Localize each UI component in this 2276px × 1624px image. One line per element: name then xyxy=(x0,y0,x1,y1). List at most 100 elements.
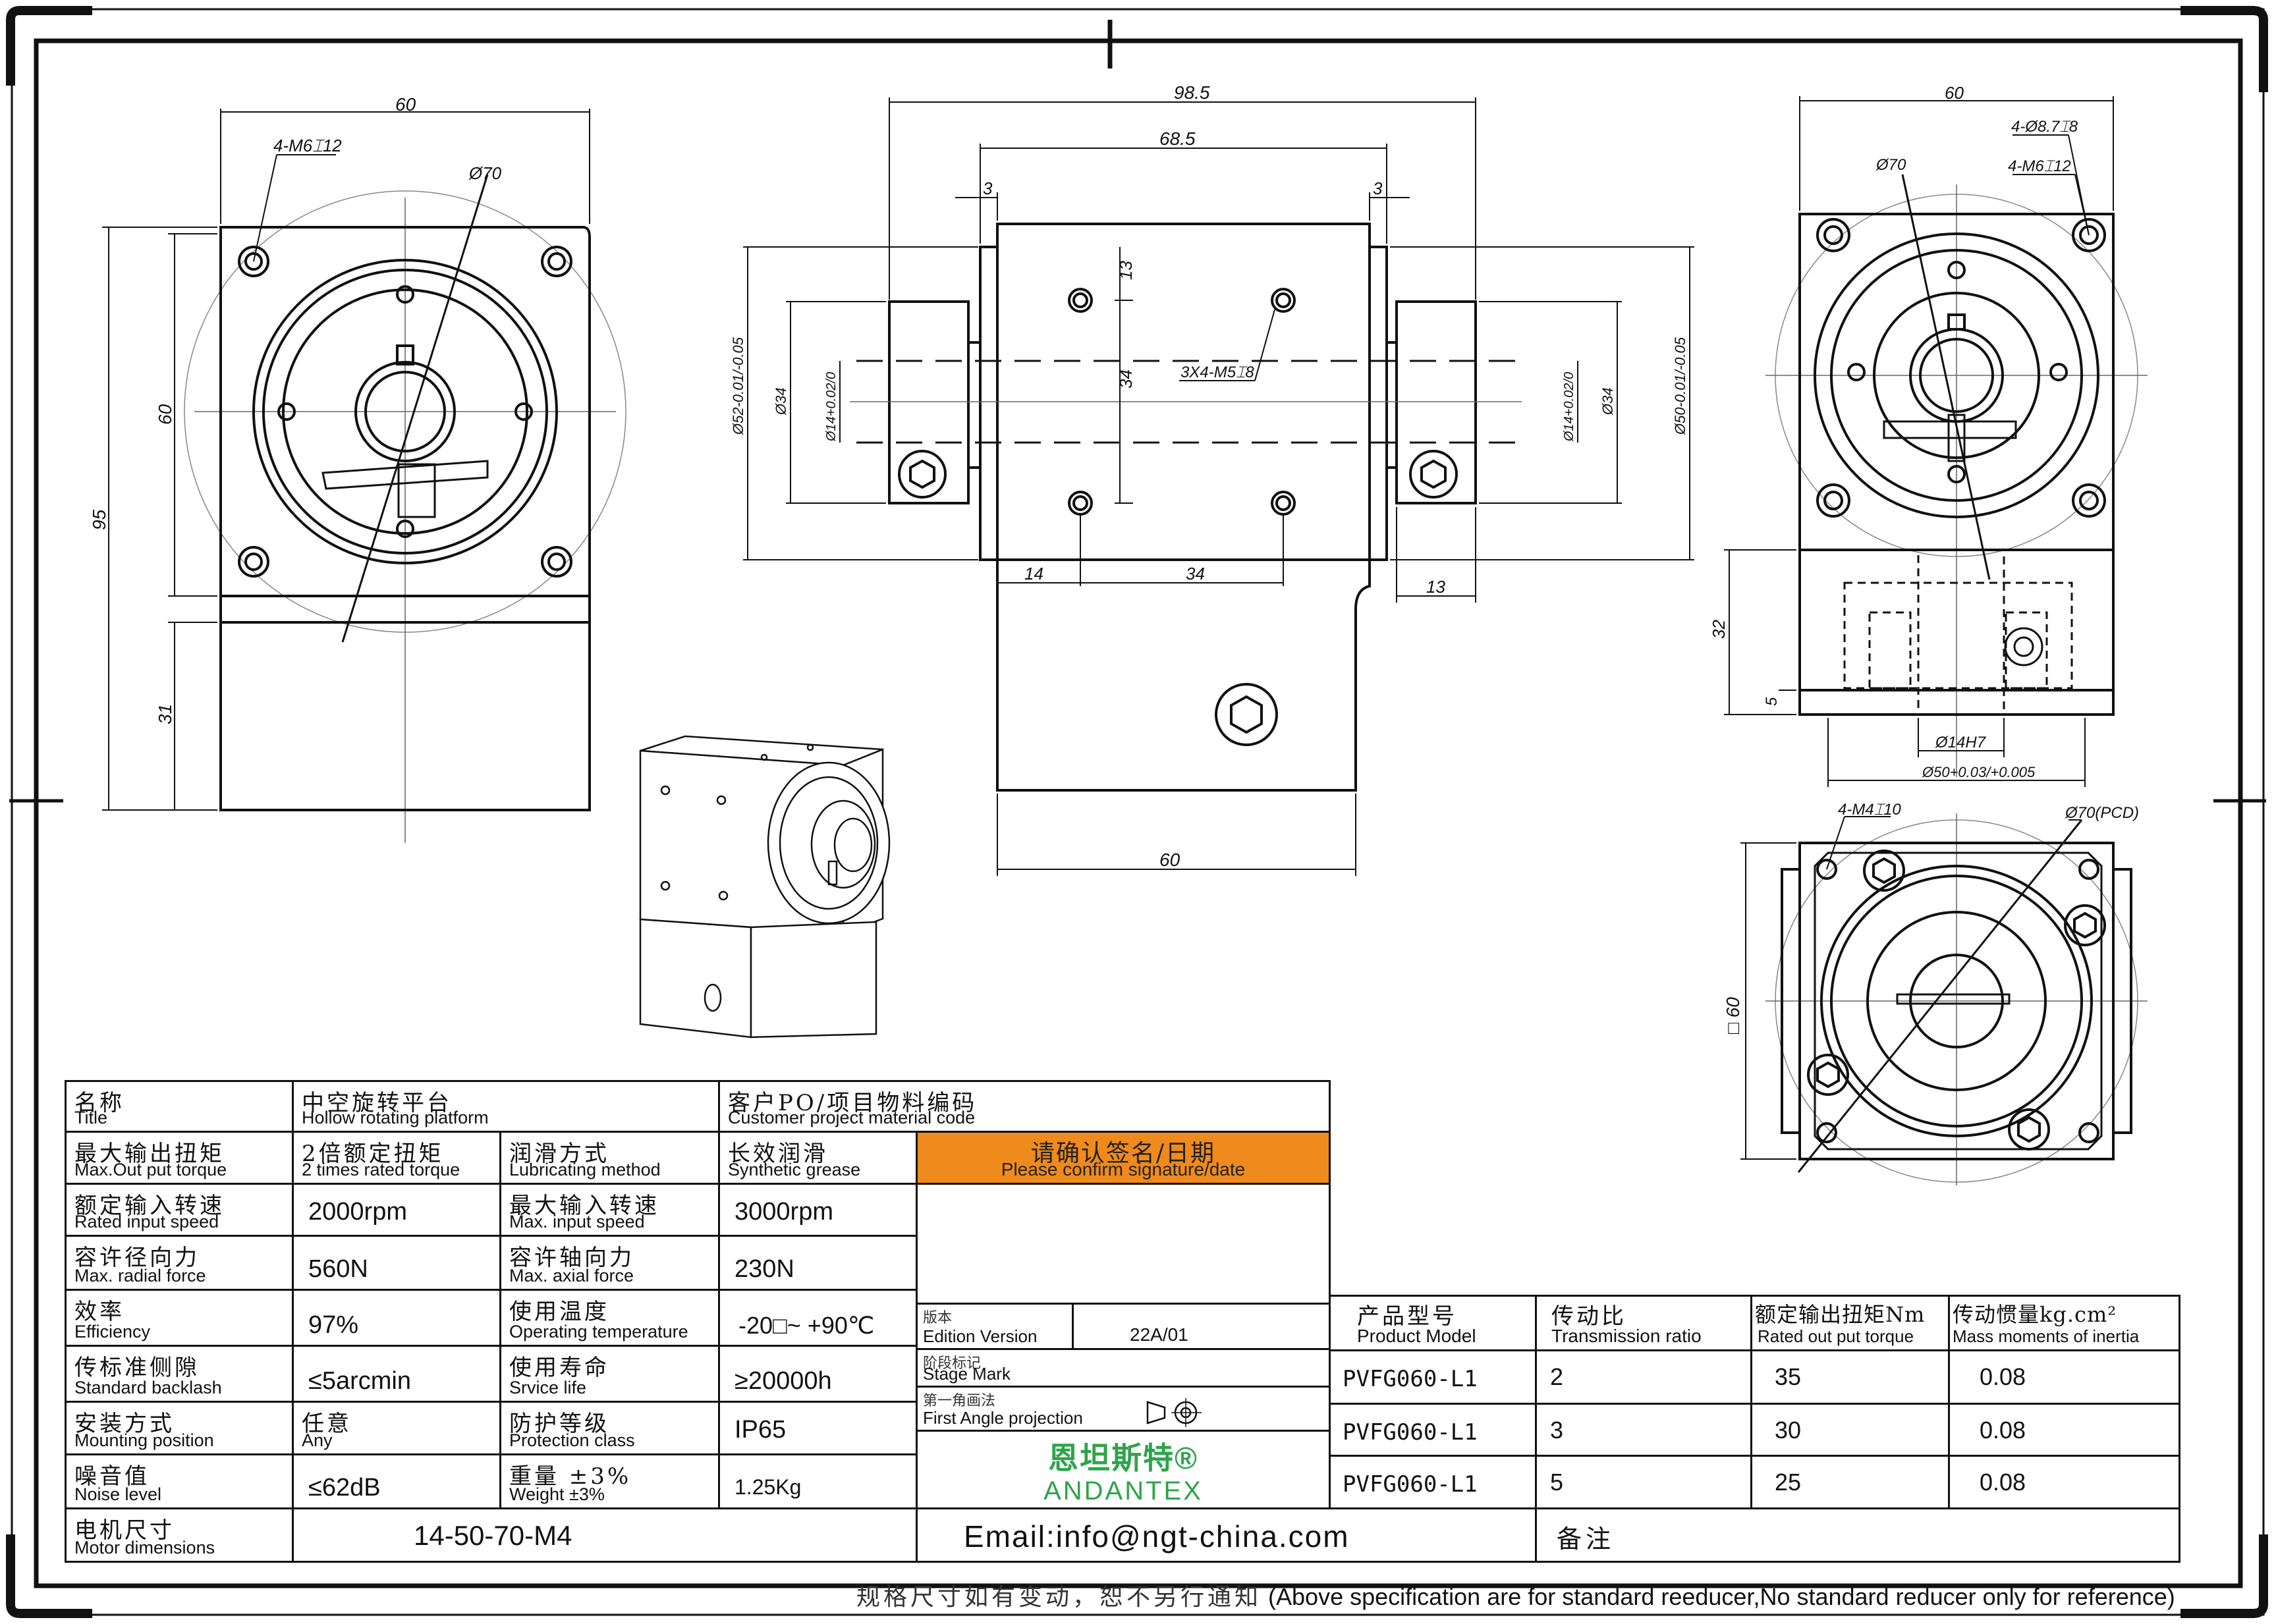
tb-label-en: Protection class xyxy=(509,1430,635,1450)
tb-label-en: Weight ±3% xyxy=(509,1484,605,1504)
tb-mounting-value: 任意 Any xyxy=(292,1401,501,1455)
tb-label-zh: 噪音值 xyxy=(74,1463,150,1490)
contact-email[interactable]: Email:info@ngt-china.com xyxy=(916,1507,1537,1563)
spec-row-3-ratio: 5 xyxy=(1535,1455,1752,1509)
tb-name-en: Title xyxy=(74,1108,108,1127)
tb-edition-en: Edition Version xyxy=(923,1326,1038,1346)
tb-protection-label: 防护等级 Protection class xyxy=(499,1401,720,1455)
spec-header-inertia: 传动惯量kg.cm² Mass moments of inertia xyxy=(1948,1295,2180,1351)
tb-label-en: Max. input speed xyxy=(509,1212,645,1232)
tb-customer: 客户PO/项目物料编码 Customer project material co… xyxy=(718,1080,1331,1133)
dim-left-base: 31 xyxy=(155,704,175,724)
first-angle-projection-icon xyxy=(1146,1398,1202,1427)
tb-name-label: 名称 Title xyxy=(65,1080,294,1133)
dim-left-width: 60 xyxy=(395,94,416,115)
dim-front-inner: 68.5 xyxy=(1159,128,1196,149)
tb-value: 3000rpm xyxy=(735,1198,833,1226)
spec-row-1-inertia: 0.08 xyxy=(1948,1349,2180,1405)
tb-temperature-value: -20□~ +90℃ xyxy=(718,1289,918,1347)
tb-stage-zh: 阶段标记 xyxy=(923,1355,982,1372)
dim-front-34v: 34 xyxy=(1116,369,1136,389)
tb-label-zh: 效率 xyxy=(74,1299,125,1325)
dim-front-d50: Ø50-0.01/-0.05 xyxy=(1672,337,1688,435)
spec-cell: PVFG060-L1 xyxy=(1343,1419,1478,1446)
tb-label-en: Motor dimensions xyxy=(74,1538,215,1557)
spec-cell: 25 xyxy=(1775,1469,1802,1496)
dim-front-gap-right: 3 xyxy=(1373,178,1383,198)
left-view-labels: 60 60 95 31 4-M6⌶12 Ø70 xyxy=(89,94,502,724)
tb-label-zh: 最大输出扭矩 xyxy=(74,1141,225,1167)
spec-row-2-ratio: 3 xyxy=(1535,1403,1752,1457)
tb-value-en: Any xyxy=(302,1430,333,1450)
dim-front-total: 98.5 xyxy=(1174,82,1210,103)
spec-row-3-model: PVFG060-L1 xyxy=(1329,1455,1537,1509)
dim-front-13: 13 xyxy=(1116,261,1136,280)
remark-label: 备注 xyxy=(1557,1525,1615,1554)
spec-row-2-inertia: 0.08 xyxy=(1948,1403,2180,1457)
tb-max-torque-value: 2倍额定扭矩 2 times rated torque xyxy=(292,1131,501,1185)
tb-edition-label: 版本 Edition Version xyxy=(916,1303,1074,1350)
tb-max-speed-label: 最大输入转速 Max. input speed xyxy=(499,1183,720,1237)
tb-label-zh: 电机尺寸 xyxy=(74,1517,175,1544)
sheet-frame xyxy=(6,6,2268,1618)
spec-header-torque: 额定输出扭矩Nm Rated out put torque xyxy=(1750,1295,1950,1351)
tb-label-en: Standard backlash xyxy=(74,1378,222,1397)
tb-value: 14-50-70-M4 xyxy=(414,1520,572,1551)
left-view-dimensions xyxy=(102,109,590,811)
spec-row-3-torque: 25 xyxy=(1750,1455,1950,1509)
tb-backlash-value: ≤5arcmin xyxy=(292,1345,501,1403)
dim-front-d14-right: Ø14+0.02/0 xyxy=(1562,372,1576,442)
footer-zh: 规格尺寸如有变动，恕不另行通知 xyxy=(856,1584,1262,1611)
tb-noise-value: ≤62dB xyxy=(292,1453,501,1509)
spec-header-zh: 产品型号 xyxy=(1357,1303,1457,1330)
tb-value-zh: 2倍额定扭矩 xyxy=(302,1141,444,1167)
isometric-view xyxy=(639,735,891,1039)
left-view xyxy=(184,174,626,843)
tb-label-en: Srvice life xyxy=(509,1378,587,1397)
tb-product-zh: 中空旋转平台 xyxy=(302,1090,452,1116)
spec-cell: PVFG060-L1 xyxy=(1343,1471,1478,1498)
tb-backlash-label: 传标准侧隙 Standard backlash xyxy=(65,1345,294,1403)
tb-value: IP65 xyxy=(735,1416,787,1444)
tb-value: 97% xyxy=(308,1311,359,1339)
tb-value: 2000rpm xyxy=(308,1198,407,1226)
logo-zh: 恩坦斯特® xyxy=(1048,1441,1198,1475)
tb-stage-mark: 阶段标记 Stage Mark xyxy=(916,1348,1331,1388)
tb-customer-zh: 客户PO/项目物料编码 xyxy=(728,1090,978,1116)
spec-cell: 0.08 xyxy=(1980,1469,2026,1496)
tb-label-en: Efficiency xyxy=(74,1322,151,1341)
tb-edition-value: 22A/01 xyxy=(1072,1303,1331,1350)
tb-axial-force-value: 230N xyxy=(718,1235,918,1291)
tb-mounting-label: 安装方式 Mounting position xyxy=(65,1401,294,1455)
dim-front-60: 60 xyxy=(1159,850,1180,870)
tb-protection-value: IP65 xyxy=(718,1401,918,1455)
email-text[interactable]: Email:info@ngt-china.com xyxy=(964,1519,1350,1554)
tb-efficiency-value: 97% xyxy=(292,1289,501,1347)
tb-service-life-value: ≥20000h xyxy=(718,1345,918,1403)
tb-weight-label: 重量 ±3% Weight ±3% xyxy=(499,1453,720,1509)
tb-confirm-zh: 请确认签名/日期 xyxy=(1030,1140,1216,1167)
tb-confirm-signature[interactable]: 请确认签名/日期 Please confirm signature/date xyxy=(916,1131,1331,1185)
dim-left-holes: 4-M6⌶12 xyxy=(273,136,342,155)
dim-left-total: 95 xyxy=(89,509,109,530)
dim-front-13b: 13 xyxy=(1426,577,1445,597)
tb-value-zh: 长效润滑 xyxy=(728,1141,828,1167)
tb-efficiency-label: 效率 Efficiency xyxy=(65,1289,294,1347)
logo-en: ANDANTEX xyxy=(1043,1476,1203,1505)
bottom-view-dimensions xyxy=(1740,816,2082,1160)
tb-axial-force-label: 容许轴向力 Max. axial force xyxy=(499,1235,720,1291)
tb-label-zh: 重量 ±3% xyxy=(509,1463,632,1490)
dim-right-32: 32 xyxy=(1709,620,1729,639)
spec-row-1-torque: 35 xyxy=(1750,1349,1950,1405)
tb-value: 560N xyxy=(308,1255,368,1283)
spec-cell: 5 xyxy=(1550,1469,1564,1496)
dim-front-14: 14 xyxy=(1024,564,1043,583)
tb-label-zh: 容许径向力 xyxy=(74,1245,200,1271)
spec-header-model: 产品型号 Product Model xyxy=(1329,1295,1537,1351)
tb-signature-area[interactable] xyxy=(916,1183,1331,1305)
dim-front-gap-left: 3 xyxy=(983,178,993,198)
tb-projection-zh: 第一角画法 xyxy=(923,1393,996,1409)
tb-radial-force-value: 560N xyxy=(292,1235,501,1291)
spec-header-zh: 传动比 xyxy=(1551,1303,1626,1330)
tb-product-name: 中空旋转平台 Hollow rotating platform xyxy=(292,1080,720,1133)
